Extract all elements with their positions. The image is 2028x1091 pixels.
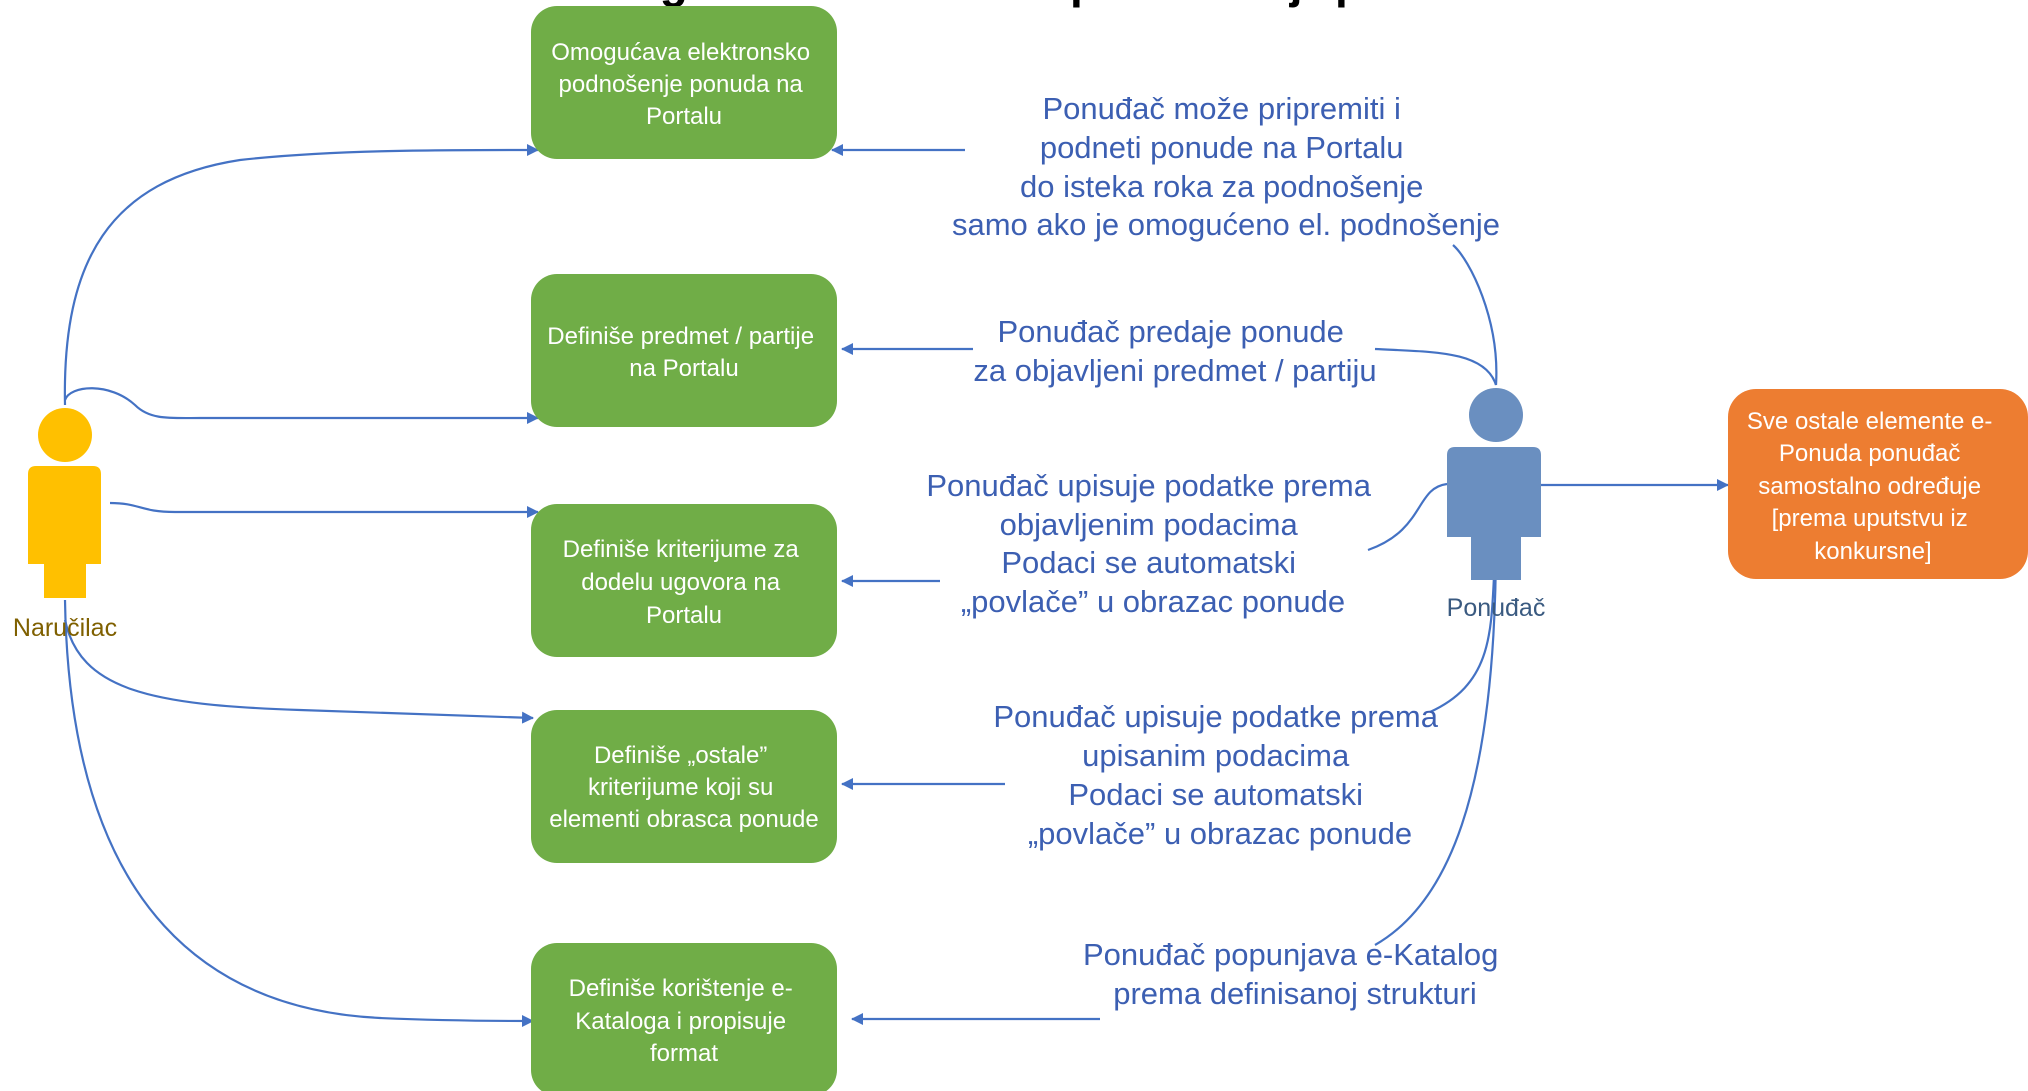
result-box-line: Sve ostale elemente e- (1747, 408, 1992, 435)
note-line: Podaci se automatski (1001, 545, 1296, 580)
note-line: Ponuđač popunjava e-Katalog (1083, 937, 1498, 972)
connector-bidder-fill-ecatalog (1374, 539, 1498, 946)
action-box-line: podnošenje ponuda na (559, 71, 804, 98)
bidder-actor: Ponuđač (1447, 388, 1546, 622)
action-box-line: Definiše predmet / partije (547, 323, 814, 350)
diagram-title: Korisnik – Omogućava Elektronsko podnoše… (235, 0, 1763, 8)
note-enter-entered: Ponuđač upisuje podatke prema upisanim p… (993, 699, 1446, 851)
note-enter-published: Ponuđač upisuje podatke prema objavljeni… (926, 468, 1379, 619)
action-box-line: Portalu (646, 103, 722, 130)
result-box-line: [prema uputstvu iz (1772, 505, 1968, 532)
connector-bidder-prepare-submit (1452, 244, 1498, 386)
actor-head (38, 408, 92, 462)
note-line: do isteka roka za podnošenje (1020, 169, 1423, 204)
note-line: Ponuđač može pripremiti i (1042, 91, 1400, 126)
bidder-result-box: Sve ostale elemente e- Ponuda ponuđač sa… (1728, 389, 2028, 579)
person-icon (1447, 388, 1541, 580)
action-box-line: Definiše „ostale” (594, 742, 767, 769)
note-line: Ponuđač upisuje podatke prema (993, 699, 1438, 734)
buyer-label: Naručilac (13, 614, 117, 642)
action-box-background (531, 504, 837, 657)
note-line: Podaci se automatski (1068, 777, 1363, 812)
title-word: ponuda (1335, 0, 1501, 8)
note-line: za objavljeni predmet / partiju (973, 353, 1376, 388)
action-box-label: Definiše korištenje e- Kataloga i propis… (569, 975, 800, 1067)
connector-buyer-other-criteria (63, 619, 534, 724)
connector-bidder-enter-published (1367, 482, 1448, 552)
title-word: Omogućava (555, 0, 819, 8)
bidder-connectors (1367, 244, 1729, 946)
buyer-action-boxes: Omogućava elektronsko podnošenje ponuda … (531, 6, 837, 1091)
title-word: Portalu (1605, 0, 1763, 8)
actor-body (28, 466, 101, 598)
result-box-label: Sve ostale elemente e- Ponuda ponuđač sa… (1747, 408, 1999, 565)
action-box-other-criteria: Definiše „ostale” kriterijume koji su el… (531, 710, 837, 863)
note-line: samo ako je omogućeno el. podnošenje (952, 207, 1500, 242)
bidder-label: Ponuđač (1447, 594, 1546, 622)
action-box-line: Definiše kriterijume za (563, 536, 800, 563)
note-line: objavljenim podacima (1000, 507, 1299, 542)
action-box-background (531, 943, 837, 1091)
result-box-line: konkursne] (1814, 538, 1931, 565)
note-line: upisanim podacima (1082, 738, 1350, 773)
buyer-actor: Naručilac (13, 408, 117, 642)
result-box-line: Ponuda ponuđač (1779, 440, 1961, 467)
note-line: Ponuđač predaje ponude (997, 314, 1343, 349)
note-line: Ponuđač upisuje podatke prema (926, 468, 1371, 503)
title-word: Elektronsko (785, 0, 1048, 8)
action-box-background (531, 6, 837, 159)
action-box-ecatalog: Definiše korištenje e- Kataloga i propis… (531, 943, 837, 1091)
action-box-line: Kataloga i propisuje (575, 1008, 786, 1035)
action-box-electronic-submission: Omogućava elektronsko podnošenje ponuda … (531, 6, 837, 159)
connector-buyer-subject-lots (63, 387, 539, 424)
action-box-background (531, 274, 837, 427)
action-box-line: Portalu (646, 602, 722, 629)
action-box-subject-lots: Definiše predmet / partije na Portalu (531, 274, 837, 427)
title-word: na (1520, 0, 1574, 8)
action-box-line: elementi obrasca ponude (549, 806, 819, 833)
result-box-line: samostalno određuje (1758, 473, 1981, 500)
action-box-line: Omogućava elektronsko (551, 39, 810, 66)
note-line: „povlače” u obrazac ponude (1028, 816, 1412, 851)
title-word: Korisnik (235, 0, 419, 8)
note-arrows (831, 144, 1100, 1025)
person-icon (28, 408, 101, 598)
buyer-connectors (63, 144, 539, 1027)
note-line: podneti ponude na Portalu (1040, 130, 1404, 165)
result-box-background (1728, 389, 2028, 579)
action-box-background (531, 710, 837, 863)
note-line: „povlače” u obrazac ponude (961, 584, 1345, 619)
actor-head (1469, 388, 1523, 442)
connector-bidder-submit-for-lot (1374, 347, 1498, 386)
action-box-line: kriterijume koji su (588, 774, 773, 801)
action-box-line: Definiše korištenje e- (569, 975, 793, 1002)
action-box-label: Omogućava elektronsko podnošenje ponuda … (551, 39, 816, 130)
connector-buyer-award-criteria (109, 501, 539, 518)
title-word: podnošenje (1070, 0, 1328, 8)
note-line: prema definisanoj strukturi (1113, 976, 1477, 1011)
connector-buyer-ecatalog (63, 599, 534, 1027)
note-fill-ecatalog: Ponuđač popunjava e-Katalog prema defini… (1083, 937, 1507, 1011)
actor-body (1447, 447, 1541, 580)
action-box-line: format (650, 1040, 718, 1067)
title-word: – (490, 0, 516, 8)
action-box-label: Definiše „ostale” kriterijume koji su el… (549, 742, 819, 833)
action-box-label: Definiše predmet / partije na Portalu (547, 323, 820, 382)
action-box-line: dodelu ugovora na (581, 569, 780, 596)
action-box-label: Definiše kriterijume za dodelu ugovora n… (563, 536, 806, 629)
connector-buyer-electronic-submission (63, 144, 539, 406)
bidder-notes: Ponuđač može pripremiti i podneti ponude… (926, 91, 1507, 1011)
note-submit-for-lot: Ponuđač predaje ponude za objavljeni pre… (973, 314, 1376, 388)
action-box-award-criteria: Definiše kriterijume za dodelu ugovora n… (531, 504, 837, 657)
action-box-line: na Portalu (629, 355, 738, 382)
note-prepare-submit: Ponuđač može pripremiti i podneti ponude… (952, 91, 1500, 242)
